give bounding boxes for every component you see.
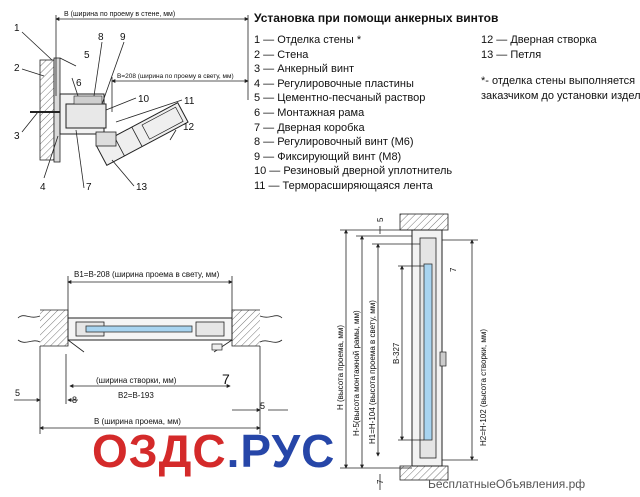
brand-part-2: .РУС (226, 425, 336, 477)
plan-glass (85, 325, 193, 333)
plan-small-8: 8 (72, 395, 77, 405)
plan-dim-b2: В2=В-193 (118, 391, 154, 400)
footer-watermark: БесплатныеОбъявления.рф (428, 477, 586, 491)
plan-small-7: 7 (222, 371, 230, 387)
leaf-glass (141, 106, 184, 140)
callout-12: 12 (183, 122, 195, 133)
door-leaf-open (95, 101, 189, 166)
plan-dim-b1: В1=В-208 (ширина проема в свету, мм) (74, 270, 220, 279)
elev-dim-h1: Н1=Н-104 (высота проема в свету, мм) (368, 300, 377, 444)
elevation-wall-top (399, 213, 449, 231)
callout-10: 10 (138, 94, 150, 105)
elevation-glass (423, 263, 433, 441)
legend-item: 12 — Дверная створка (481, 34, 597, 46)
callout-7: 7 (86, 182, 92, 193)
legend-item: 4 — Регулировочные пластины (254, 77, 414, 90)
callout-4: 4 (40, 182, 46, 193)
elev-dim-h2: Н2=Н-102 (высота створки, мм) (479, 329, 488, 446)
plan-dim-b: В (ширина проема, мм) (94, 417, 181, 426)
legend-note: *- отделка стены выполняется заказчиком … (481, 74, 640, 103)
callout-6: 6 (76, 78, 82, 89)
elevation-handle (439, 351, 447, 367)
brand-part-1: ОЗДС (92, 425, 227, 477)
dim-wall-label: В (ширина по проему в стене, мм) (64, 11, 175, 18)
dim-light-label: В=208 (ширина по проему в свету, мм) (117, 73, 234, 80)
brand-logo: ОЗДС.РУС (92, 424, 335, 478)
callout-2: 2 (14, 63, 20, 74)
elev-dim-h5: Н-5(высота монтажной рамы, мм) (352, 310, 361, 436)
elev-dim-h: Н (высота проема, мм) (336, 325, 345, 410)
door-box (65, 103, 107, 129)
plan-view: В1=В-208 (ширина проема в свету, мм) (ши… (14, 270, 288, 434)
legend-item: 13 — Петля (481, 48, 542, 61)
callout-8: 8 (98, 32, 104, 43)
legend-item: 6 — Монтажная рама (254, 106, 365, 119)
callout-1: 1 (14, 23, 20, 34)
legend-item: 7 — Дверная коробка (254, 121, 365, 134)
legend-list-right: 12 — Дверная створка 13 — Петля (481, 33, 597, 62)
elev-small-7-top: 7 (449, 267, 458, 272)
callout-3: 3 (14, 131, 20, 142)
legend-item: 11 — Терморасширяющаяся лента (254, 179, 433, 192)
legend-item: 10 — Резиновый дверной уплотнитель (254, 165, 453, 178)
legend-item: 5 — Цементно-песчаный раствор (254, 92, 426, 105)
legend-item: 9 — Фиксирующий винт (М8) (254, 150, 402, 163)
elevation-view: Н (высота проема, мм) Н-5(высота монтажн… (336, 213, 488, 490)
callout-5: 5 (84, 50, 90, 61)
note-line: заказчиком до установки изделия (481, 89, 640, 102)
plan-wall-right (231, 309, 260, 347)
note-line: *- отделка стены выполняется (481, 75, 636, 87)
legend-list-left: 1 — Отделка стены * 2 — Стена 3 — Анкерн… (254, 33, 452, 194)
elev-small-5: 5 (376, 217, 385, 222)
callout-9: 9 (120, 32, 126, 43)
legend-title: Установка при помощи анкерных винтов (254, 11, 499, 25)
callout-11: 11 (184, 96, 195, 107)
legend-item: 3 — Анкерный винт (254, 63, 355, 76)
plan-small-5-right: 5 (260, 401, 265, 411)
legend-item: 2 — Стена (254, 48, 309, 61)
elev-small-7-bottom: 7 (376, 479, 385, 484)
legend-item: 1 — Отделка стены * (254, 34, 362, 46)
plan-small-5-left: 5 (15, 388, 20, 398)
plan-wall-left (40, 309, 69, 347)
legend-item: 8 — Регулировочный винт (М6) (254, 136, 414, 149)
elev-dim-b327: В-327 (392, 342, 401, 364)
hinge (95, 131, 117, 147)
top-section-detail: В (ширина по проему в стене, мм) В=208 (… (14, 11, 249, 193)
callout-13: 13 (136, 182, 148, 193)
cement-mortar (73, 95, 103, 105)
plan-dim-leaf: (ширина створки, мм) (96, 376, 177, 385)
